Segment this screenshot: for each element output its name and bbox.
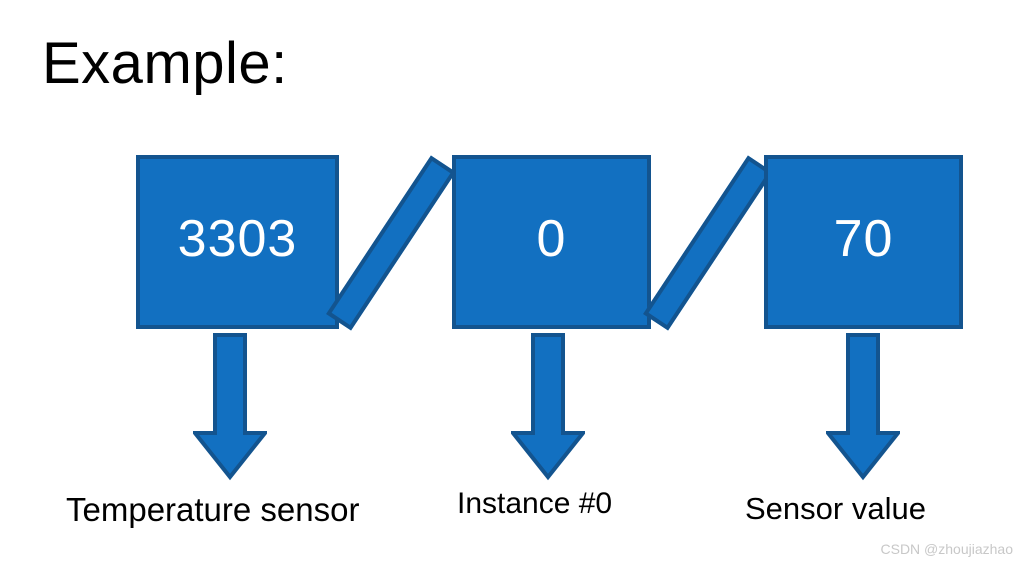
down-arrow-icon: [193, 333, 267, 481]
page-title: Example:: [42, 31, 288, 96]
slash-separator-icon: [643, 155, 773, 331]
caption-sensor-value: Sensor value: [745, 491, 926, 526]
value-box-text: 3303: [177, 210, 298, 268]
caption-temperature-sensor: Temperature sensor: [66, 491, 360, 528]
value-box-sensor-value: 70: [764, 155, 963, 329]
caption-instance: Instance #0: [457, 487, 613, 520]
watermark-label: CSDN @zhoujiazhao: [880, 541, 1014, 557]
value-box-text: 70: [833, 210, 894, 268]
value-box-instance-id: 0: [452, 155, 651, 329]
value-box-text: 0: [536, 210, 567, 268]
down-arrow-icon: [511, 333, 585, 481]
slash-separator-icon: [326, 155, 456, 331]
down-arrow-icon: [826, 333, 900, 481]
value-box-object-id: 3303: [136, 155, 339, 329]
